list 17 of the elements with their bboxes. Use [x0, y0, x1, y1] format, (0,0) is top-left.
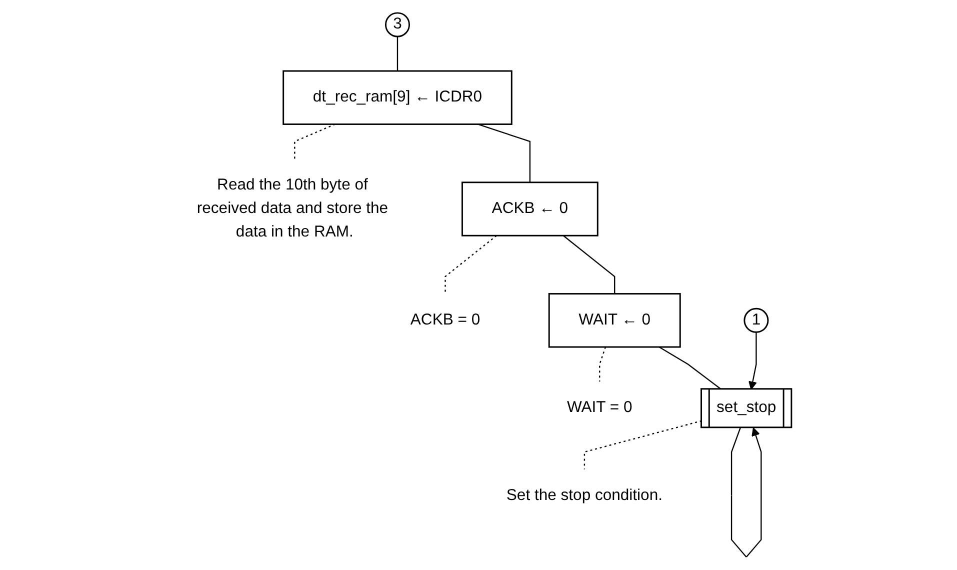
node-box: ACKB ← 0: [461, 182, 598, 236]
connector: [396, 36, 398, 71]
node-circle: 1: [743, 308, 768, 333]
connector: [562, 235, 615, 294]
node-text: Set the stop condition.: [506, 486, 662, 504]
node-text: ACKB = 0: [410, 312, 480, 328]
arrow: [730, 427, 762, 558]
connector: [658, 346, 722, 390]
node-text: Read the 10th byte of received data and store the data in the RAM.: [196, 176, 388, 241]
connector: [477, 124, 530, 182]
arrow: [748, 332, 756, 390]
node-box: WAIT ← 0: [548, 293, 680, 348]
node-box: dt_rec_ram[9] ← ICDR0: [282, 70, 512, 125]
connector: [598, 346, 606, 382]
connector: [444, 235, 496, 294]
node-circle: 3: [384, 12, 410, 38]
node-text: WAIT = 0: [566, 399, 632, 416]
